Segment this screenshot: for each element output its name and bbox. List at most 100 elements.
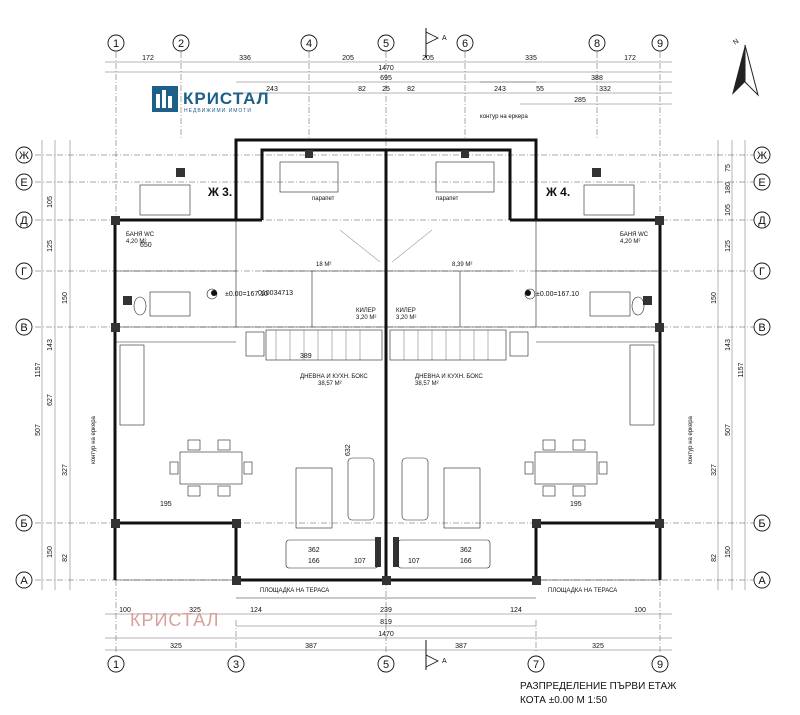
right-axis-markers: Ж Е Д Г В Б А	[753, 146, 771, 589]
axis-label: В	[758, 322, 765, 334]
dim-text: 105	[47, 196, 54, 208]
room-area: 8,39 М²	[452, 262, 472, 268]
bottom-axis-markers: 1 3 5 7 9	[107, 655, 669, 673]
dim-text: 362	[308, 547, 320, 554]
axis-grid	[35, 52, 765, 652]
dim-text: 389	[300, 353, 312, 360]
room-area: 4,20 М²	[126, 239, 146, 245]
axis-label: Ж	[757, 150, 767, 162]
terrace-note: ПЛОЩАДКА НА ТЕРАСА	[260, 588, 329, 594]
dim-text: 1157	[35, 362, 42, 377]
axis-label: Г	[759, 266, 765, 278]
dim-text: 325	[189, 607, 201, 614]
dim-text: 695	[380, 75, 392, 82]
dim-text: 55	[536, 86, 544, 93]
reference-code: 010034713	[258, 290, 293, 297]
axis-label: Ж	[19, 150, 29, 162]
dim-text: 107	[354, 558, 366, 565]
dim-text: 82	[62, 554, 69, 562]
dim-text: 632	[345, 444, 352, 456]
axis-label: Д	[20, 215, 28, 227]
axis-label: 6	[462, 38, 468, 50]
bay-label: контур на еркера	[91, 415, 97, 463]
dim-text: 150	[711, 292, 718, 304]
dim-text: 150	[62, 292, 69, 304]
dining-set-right	[524, 439, 608, 497]
dim-text: 387	[455, 643, 467, 650]
dim-text: 143	[725, 339, 732, 351]
bay-label: контур на еркера	[480, 114, 528, 120]
dim-text: 507	[725, 424, 732, 436]
room-name: КИЛЕР	[396, 308, 416, 314]
dim-text: 195	[160, 501, 172, 508]
room-area: 4,20 М²	[620, 239, 640, 245]
terrace-note: ПЛОЩАДКА НА ТЕРАСА	[548, 588, 617, 594]
parapet-label: парапет	[312, 196, 335, 202]
dim-text: 205	[342, 55, 354, 62]
dim-text: 327	[62, 464, 69, 476]
dim-text: 107	[408, 558, 420, 565]
svg-text:N: N	[732, 38, 740, 47]
dim-text: 387	[305, 643, 317, 650]
axis-label: 4	[306, 38, 312, 50]
room-labels: Ж 3. Ж 4. ±0.00=167.10 ±0.00=167.10 пара…	[91, 114, 694, 594]
axis-label: 1	[113, 38, 119, 50]
room-area: 3,20 М²	[356, 315, 376, 321]
dim-text: 362	[460, 547, 472, 554]
sofas	[285, 457, 491, 569]
axis-label: А	[20, 575, 28, 587]
axis-label: 7	[533, 659, 539, 671]
dim-text: 124	[250, 607, 262, 614]
dim-text: 325	[592, 643, 604, 650]
kitchen-units	[119, 331, 655, 426]
axis-label: 9	[657, 38, 663, 50]
dim-text: 25	[382, 86, 390, 93]
flat-label: Ж 3.	[207, 185, 232, 199]
dim-text: 125	[725, 240, 732, 252]
dim-text: 650	[140, 242, 152, 249]
brand-logo: КРИСТАЛ НЕДВИЖИМИ ИМОТИ	[152, 86, 270, 114]
axis-label: В	[20, 322, 27, 334]
axis-label: Д	[758, 215, 766, 227]
dim-text: 172	[624, 55, 636, 62]
dim-text: 819	[380, 619, 392, 626]
axis-label: Е	[20, 177, 27, 189]
dim-text: 195	[570, 501, 582, 508]
axis-label: Г	[21, 266, 27, 278]
room-name: БАНЯ WC	[126, 232, 155, 238]
logo-brand: КРИСТАЛ	[183, 89, 270, 108]
drawing-scale: КОТА ±0.00 М 1:50	[520, 695, 607, 706]
level-mark: ±0.00=167.10	[536, 291, 579, 298]
room-name: БАНЯ WC	[620, 232, 649, 238]
dim-text: 332	[599, 86, 611, 93]
svg-text:A: A	[442, 658, 447, 665]
axis-label: 3	[233, 659, 239, 671]
axis-label: 2	[178, 38, 184, 50]
left-axis-markers: Ж Е Д Г В Б А	[15, 146, 33, 589]
room-name: ДНЕВНА И КУХН. БОКС	[415, 374, 483, 380]
room-name: ДНЕВНА И КУХН. БОКС	[300, 374, 368, 380]
dim-text: 172	[142, 55, 154, 62]
dim-text: 239	[380, 607, 392, 614]
dim-text: 166	[308, 558, 320, 565]
dim-text: 82	[407, 86, 415, 93]
building-walls	[113, 138, 662, 599]
parapet-label: парапет	[436, 196, 459, 202]
axis-label: 5	[383, 38, 389, 50]
dim-text: 243	[266, 86, 278, 93]
drawing-title: РАЗПРЕДЕЛЕНИЕ ПЪРВИ ЕТАЖ	[520, 681, 677, 692]
bay-label: контур на еркера	[688, 415, 694, 463]
dining-set-left	[169, 439, 253, 497]
dim-text: 1470	[378, 631, 394, 638]
dim-text: 335	[525, 55, 537, 62]
upper-rooms	[139, 161, 635, 263]
axis-label: 8	[594, 38, 600, 50]
dim-text: 166	[460, 558, 472, 565]
north-arrow-icon: N	[732, 38, 759, 97]
axis-label: Е	[758, 177, 765, 189]
section-marks: A A	[425, 28, 447, 670]
flat-label: Ж 4.	[545, 185, 570, 199]
room-name: КИЛЕР	[356, 308, 376, 314]
bathroom-fixtures	[133, 288, 645, 317]
